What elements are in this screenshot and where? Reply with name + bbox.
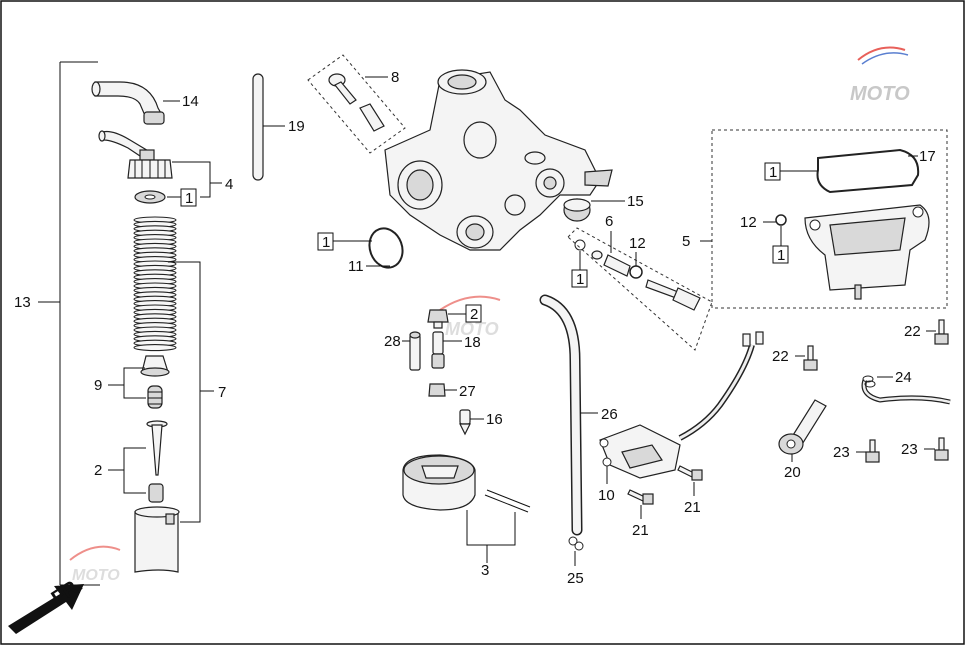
label-26: 26	[601, 406, 618, 423]
label-15: 15	[627, 193, 644, 210]
part-8-adjust-screw	[328, 73, 385, 132]
box-label-2	[465, 304, 482, 323]
group-6-dashed-box	[567, 227, 713, 351]
part-7-spring	[133, 216, 177, 352]
label-9: 9	[94, 377, 102, 394]
watermark-text-mid: MOTO	[445, 319, 499, 339]
part-27-main-jet	[428, 383, 446, 397]
label-3: 3	[481, 562, 489, 579]
label-28: 28	[384, 333, 401, 350]
part-2-jet-needle	[146, 420, 168, 503]
label-27: 27	[459, 383, 476, 400]
box-label-1-a-text: 1	[185, 190, 193, 207]
watermark-text: MOTO	[850, 83, 910, 105]
label-22-a: 22	[904, 323, 921, 340]
part-4-cap-assembly	[98, 130, 173, 204]
carburetor-body	[384, 69, 613, 251]
part-20-fitting	[778, 399, 827, 455]
box-label-2-text: 2	[470, 306, 478, 323]
watermark-text-bottom: MOTO	[72, 567, 120, 584]
part-19-rod	[252, 73, 264, 181]
label-5: 5	[682, 233, 690, 250]
bracket-13	[59, 61, 100, 586]
label-22-b: 22	[772, 348, 789, 365]
watermark-logo-mid: MOTO	[439, 295, 501, 339]
watermark-logo-bottom: MOTO	[69, 545, 121, 584]
part-throttle-slide	[134, 506, 180, 573]
part-9-needle-clip	[140, 355, 170, 409]
label-25: 25	[567, 570, 584, 587]
box-label-1-e	[772, 245, 789, 264]
part-26-drain-hose	[539, 294, 583, 536]
part-21-screw-a	[627, 489, 654, 505]
part-11-o-ring	[368, 227, 404, 269]
label-8: 8	[391, 69, 399, 86]
label-6: 6	[605, 213, 613, 230]
label-17: 17	[919, 148, 936, 165]
label-23-a: 23	[833, 444, 850, 461]
box-label-1-c-text: 1	[576, 271, 584, 288]
part-25-clip	[568, 536, 584, 551]
label-4: 4	[225, 176, 233, 193]
label-14: 14	[182, 93, 199, 110]
group-8-dashed-box	[307, 54, 406, 154]
group-5-dashed-box	[711, 129, 948, 309]
part-14-elbow-fitting	[91, 81, 165, 125]
part-17-gasket	[816, 148, 920, 194]
part-18-jet-holder	[431, 331, 445, 369]
part-23-bolt-b	[934, 437, 949, 461]
part-22-bolt-a	[934, 319, 949, 345]
label-20: 20	[784, 464, 801, 481]
label-21-b: 21	[684, 499, 701, 516]
part-2-main-jet-top	[427, 309, 449, 329]
label-7: 7	[218, 384, 226, 401]
part-15-cap	[563, 198, 591, 222]
label-11: 11	[348, 258, 364, 275]
part-28-needle-jet	[409, 331, 421, 371]
spring-coil	[133, 344, 177, 352]
label-23-b: 23	[901, 441, 918, 458]
label-2: 2	[94, 462, 102, 479]
bracket-7	[168, 261, 201, 523]
label-10: 10	[598, 487, 615, 504]
part-6-idle-screw	[574, 239, 701, 311]
label-13: 13	[14, 294, 31, 311]
part-21-screw-b	[677, 465, 703, 481]
part-24-vent-tube	[861, 375, 951, 405]
box-label-1-d-text: 1	[769, 164, 777, 181]
part-23-bolt-a	[865, 439, 880, 463]
box-label-1-a	[180, 188, 197, 207]
box-label-1-c	[571, 269, 588, 288]
label-12-b: 12	[740, 214, 757, 231]
watermark-logo-top: MOTO	[850, 46, 910, 105]
label-18: 18	[464, 334, 481, 351]
label-16: 16	[486, 411, 503, 428]
box-label-1-e-text: 1	[777, 247, 785, 264]
part-16-float-valve	[459, 409, 471, 436]
label-19: 19	[288, 118, 305, 135]
part-12-washer-b	[775, 214, 787, 226]
part-10-auto-choke	[599, 331, 764, 479]
part-float-bowl	[804, 204, 930, 300]
label-12-a: 12	[629, 235, 646, 252]
part-3-float	[402, 454, 531, 513]
front-direction-arrow: FR.	[8, 574, 87, 634]
part-22-bolt-b	[803, 345, 818, 371]
box-label-1-b-text: 1	[322, 234, 330, 251]
label-24: 24	[895, 369, 912, 386]
label-21-a: 21	[632, 522, 649, 539]
